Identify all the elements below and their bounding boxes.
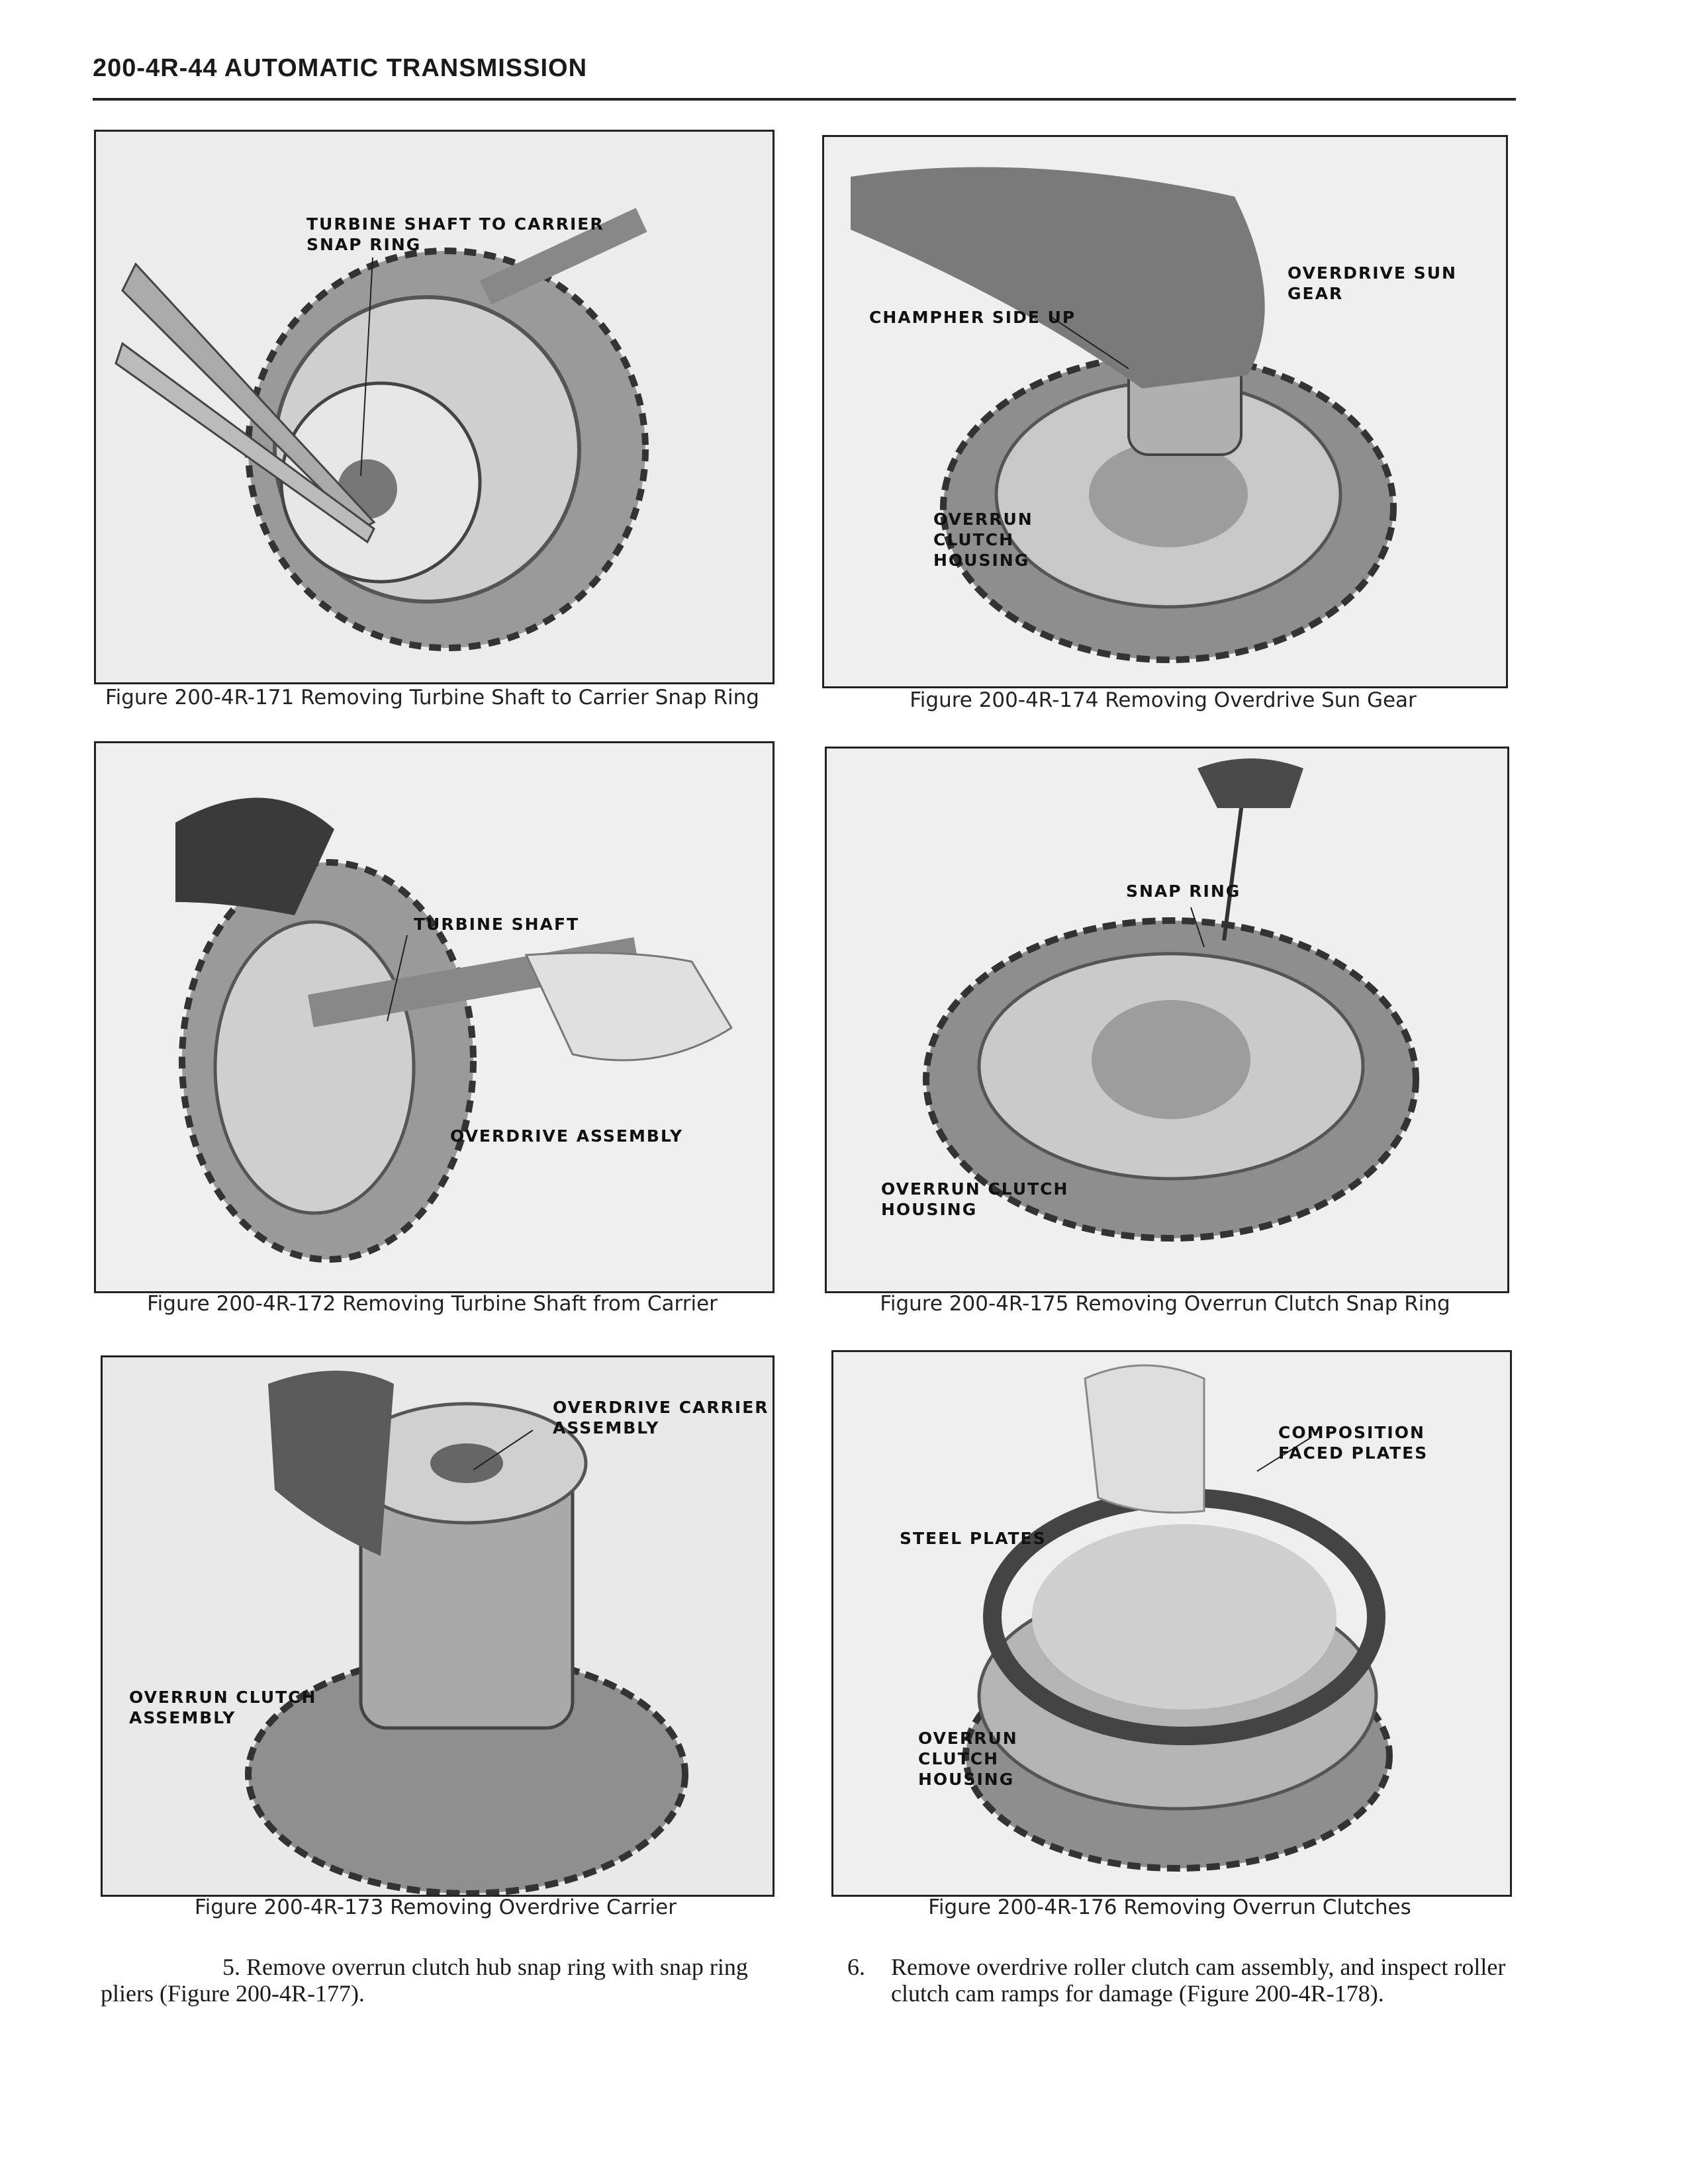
callout-champher-side-up: CHAMPHER SIDE UP [869, 308, 1076, 327]
callout-overrun-clutch-housing: OVERRUN CLUTCH HOUSING [918, 1729, 1018, 1789]
figure-176-photo: COMPOSITION FACED PLATES STEEL PLATES OV… [831, 1350, 1512, 1897]
step-5-number: 5. [222, 1954, 240, 1980]
figure-171-photo: TURBINE SHAFT TO CARRIER SNAP RING [94, 130, 774, 684]
step-6-text: Remove overdrive roller clutch cam assem… [891, 1954, 1506, 2007]
step-6: 6. Remove overdrive roller clutch cam as… [847, 1954, 1513, 2007]
snap-ring-illustration [827, 749, 1507, 1291]
callout-turbine-shaft-snap-ring: TURBINE SHAFT TO CARRIER SNAP RING [306, 214, 604, 254]
figure-174-caption: Figure 200-4R-174 Removing Overdrive Sun… [910, 688, 1417, 712]
figure-175-photo: SNAP RING OVERRUN CLUTCH HOUSING [825, 747, 1509, 1293]
figure-173-photo: OVERDRIVE CARRIER ASSEMBLY OVERRUN CLUTC… [101, 1355, 774, 1897]
callout-snap-ring: SNAP RING [1126, 882, 1241, 901]
callout-overrun-clutch-housing: OVERRUN CLUTCH HOUSING [881, 1179, 1069, 1219]
figure-171-caption: Figure 200-4R-171 Removing Turbine Shaft… [105, 686, 759, 709]
callout-overdrive-carrier-assembly: OVERDRIVE CARRIER ASSEMBLY [553, 1398, 769, 1437]
gear-assembly-illustration [96, 132, 773, 682]
header-rule [93, 98, 1516, 101]
figure-172-caption: Figure 200-4R-172 Removing Turbine Shaft… [147, 1292, 718, 1316]
sun-gear-illustration [824, 137, 1506, 686]
figure-175-caption: Figure 200-4R-175 Removing Overrun Clutc… [880, 1292, 1450, 1316]
callout-overrun-clutch-assembly: OVERRUN CLUTCH ASSEMBLY [129, 1688, 317, 1727]
figure-174-photo: OVERDRIVE SUN GEAR CHAMPHER SIDE UP OVER… [822, 135, 1508, 688]
figure-176-caption: Figure 200-4R-176 Removing Overrun Clutc… [928, 1895, 1411, 1919]
callout-overdrive-assembly: OVERDRIVE ASSEMBLY [450, 1126, 684, 1146]
overdrive-carrier-illustration [103, 1357, 773, 1895]
callout-turbine-shaft: TURBINE SHAFT [414, 915, 580, 934]
callout-composition-faced-plates: COMPOSITION FACED PLATES [1278, 1423, 1429, 1463]
callout-overrun-clutch-housing: OVERRUN CLUTCH HOUSING [933, 510, 1033, 570]
clutch-plates-illustration [833, 1352, 1510, 1895]
turbine-shaft-illustration [96, 743, 773, 1291]
callout-overdrive-sun-gear: OVERDRIVE SUN GEAR [1288, 263, 1457, 303]
step-6-number: 6. [847, 1954, 865, 1980]
figure-173-caption: Figure 200-4R-173 Removing Overdrive Car… [195, 1895, 677, 1919]
figure-172-photo: TURBINE SHAFT OVERDRIVE ASSEMBLY [94, 741, 774, 1293]
step-5-text: Remove overrun clutch hub snap ring with… [101, 1954, 748, 2007]
page-header: 200-4R-44 AUTOMATIC TRANSMISSION [93, 54, 588, 82]
callout-steel-plates: STEEL PLATES [900, 1529, 1047, 1548]
step-5: 5. Remove overrun clutch hub snap ring w… [101, 1954, 782, 2007]
